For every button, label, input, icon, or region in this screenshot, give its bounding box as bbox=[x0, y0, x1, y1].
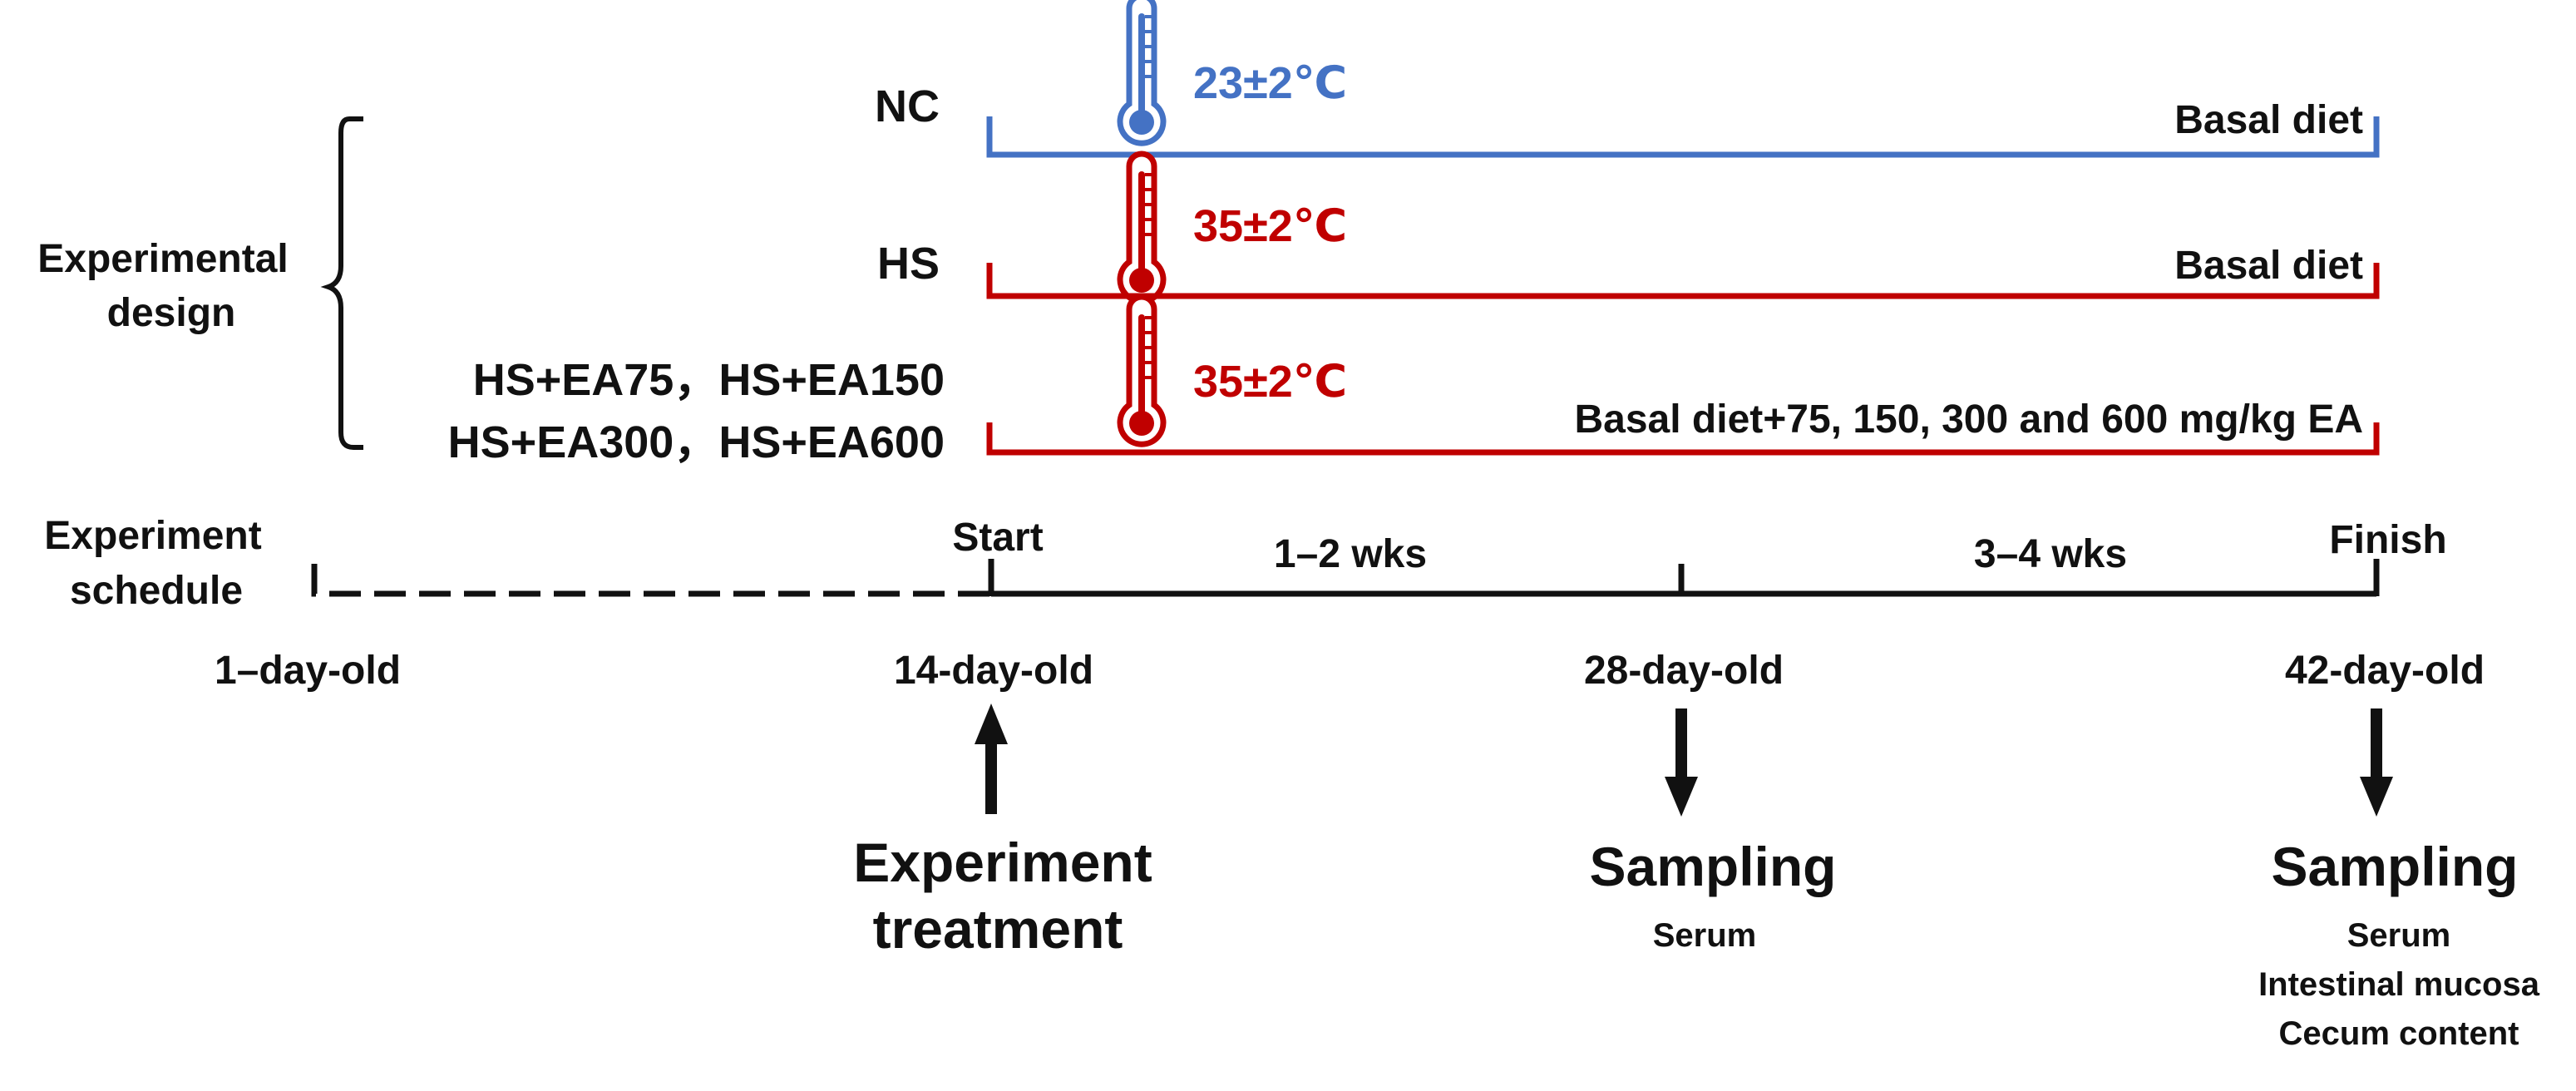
period-label: 1–2 wks bbox=[1274, 532, 1427, 576]
timeline-bar-nc bbox=[986, 116, 2380, 158]
sample-item: Intestinal mucosa bbox=[2258, 966, 2540, 1003]
schedule-label: schedule bbox=[70, 569, 243, 613]
thermometer-icon bbox=[1120, 297, 1163, 444]
timeline-bar-hs bbox=[986, 263, 2380, 299]
group-label-nc: NC bbox=[875, 81, 940, 131]
treatment-title: treatment bbox=[873, 898, 1123, 960]
start-label: Start bbox=[952, 516, 1043, 560]
group-label-hs: HS bbox=[877, 239, 940, 289]
sample-item: Cecum content bbox=[2279, 1015, 2519, 1052]
temperature-hs: 35±2℃ bbox=[1193, 201, 1347, 251]
period-label: 3–4 wks bbox=[1974, 532, 2127, 576]
treatment-title: Experiment bbox=[853, 832, 1152, 893]
sampling-arrow bbox=[1665, 708, 1698, 817]
sample-item: Serum bbox=[1653, 917, 1757, 954]
schedule-label: Experiment bbox=[44, 514, 261, 558]
treatment-arrow bbox=[975, 703, 1008, 814]
temperature-nc: 23±2℃ bbox=[1193, 58, 1347, 108]
thermometer-icon bbox=[1120, 154, 1163, 301]
age-label: 28-day-old bbox=[1584, 649, 1784, 693]
group-label-hs-ea: HS+EA300，HS+EA600 bbox=[448, 417, 945, 467]
sample-item: Serum bbox=[2347, 917, 2451, 954]
sampling-arrow bbox=[2360, 708, 2393, 817]
pre-treatment-dashed-line bbox=[311, 564, 991, 597]
temperature-hs-ea: 35±2℃ bbox=[1193, 357, 1347, 407]
design-bracket bbox=[320, 116, 363, 450]
finish-label: Finish bbox=[2329, 518, 2446, 562]
sampling-title: Sampling bbox=[2271, 836, 2518, 897]
diet-label-hs: Basal diet bbox=[2174, 244, 2363, 288]
age-label: 42-day-old bbox=[2285, 649, 2485, 693]
diet-label-hs-ea: Basal diet+75, 150, 300 and 600 mg/kg EA bbox=[1575, 397, 2364, 442]
diet-label-nc: Basal diet bbox=[2174, 98, 2363, 142]
age-label: 14-day-old bbox=[894, 649, 1093, 693]
timeline-bar-hs-ea bbox=[986, 422, 2380, 456]
thermometer-icon bbox=[1120, 0, 1163, 143]
sampling-title: Sampling bbox=[1589, 836, 1836, 897]
group-label-hs-ea: HS+EA75，HS+EA150 bbox=[473, 355, 945, 405]
age-label: 1–day-old bbox=[215, 649, 401, 693]
design-label: Experimental bbox=[37, 237, 288, 281]
design-label: design bbox=[107, 291, 236, 335]
